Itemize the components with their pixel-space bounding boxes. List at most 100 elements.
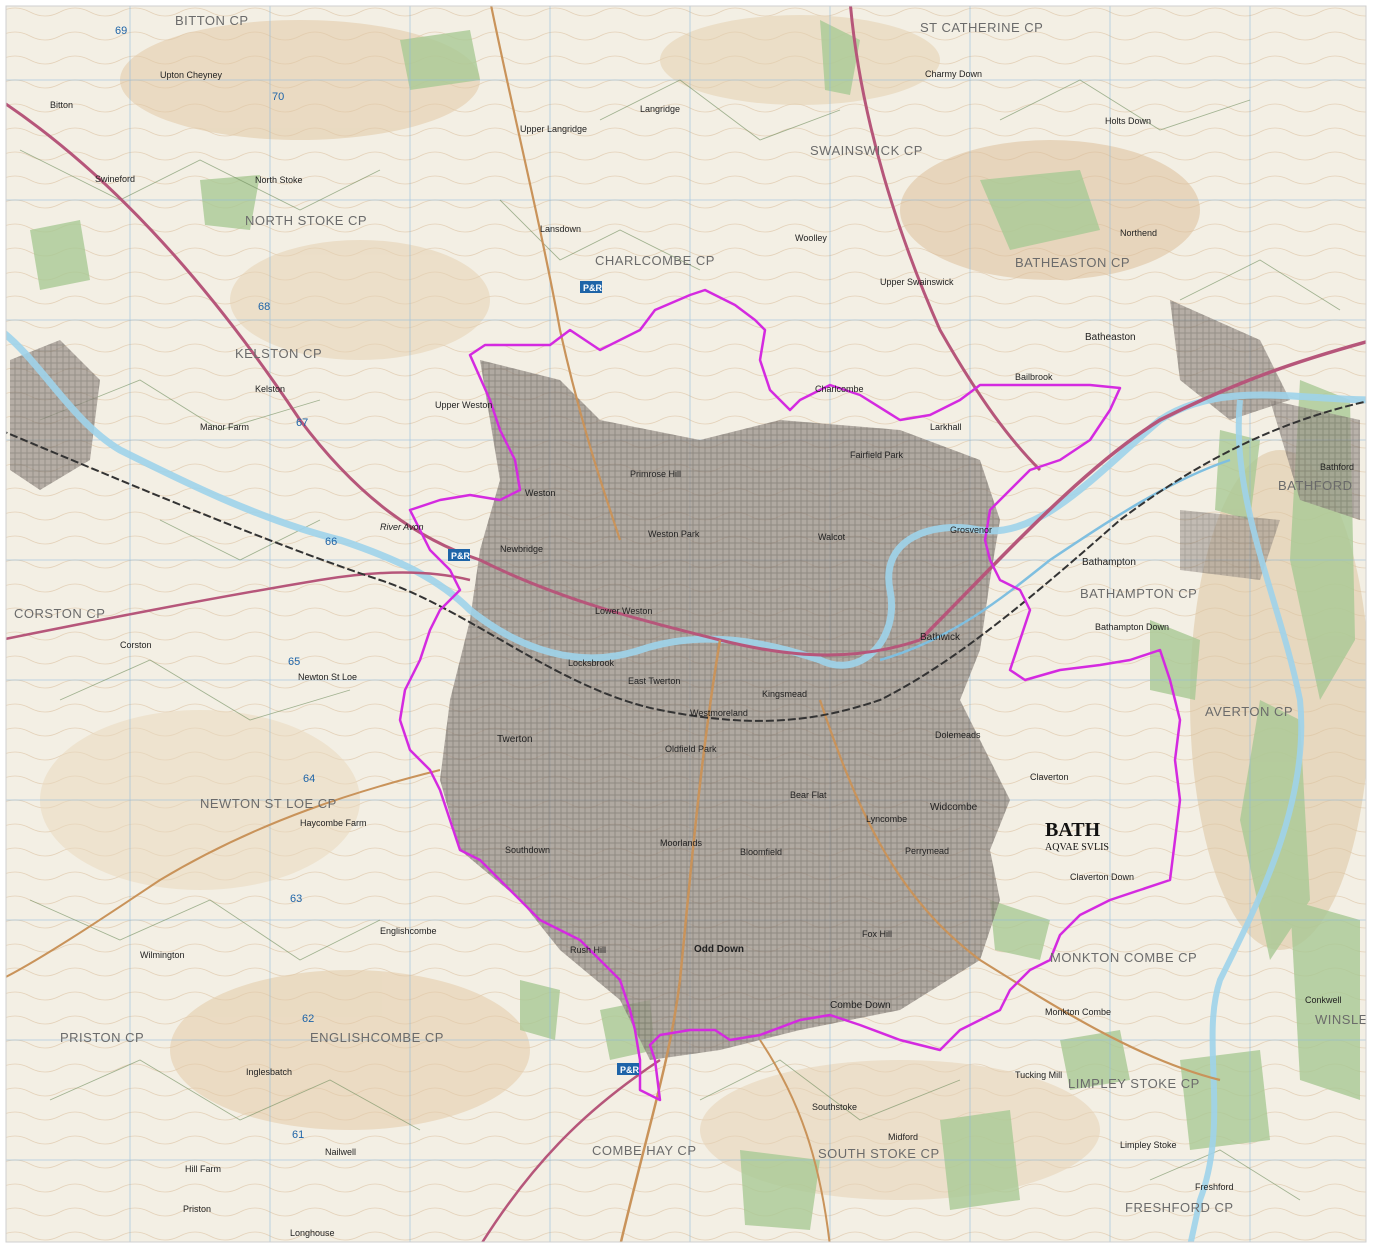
park-and-ride-markers: P&R P&R P&R: [448, 281, 640, 1075]
place-weston-park: Weston Park: [648, 529, 700, 539]
place-bathampton-down: Bathampton Down: [1095, 622, 1169, 632]
grid-number: 70: [272, 91, 284, 103]
parish-newton-st-loe: NEWTON ST LOE CP: [200, 796, 337, 811]
place-priston: Priston: [183, 1204, 211, 1214]
place-holts-down: Holts Down: [1105, 116, 1151, 126]
place-locksbrook: Locksbrook: [568, 658, 615, 668]
place-freshford: Freshford: [1195, 1182, 1234, 1192]
place-combe-down: Combe Down: [830, 1000, 891, 1011]
parish-swainswick: SWAINSWICK CP: [810, 143, 923, 158]
map-frame: [5, 5, 1367, 1243]
parish-bathford: BATHFORD: [1278, 478, 1353, 493]
place-perrymead: Perrymead: [905, 846, 949, 856]
place-hill-farm: Hill Farm: [185, 1164, 221, 1174]
svg-text:P&R: P&R: [620, 1065, 640, 1075]
grid-number: 67: [296, 417, 308, 429]
place-inglesbatch: Inglesbatch: [246, 1067, 292, 1077]
place-lyncombe: Lyncombe: [866, 814, 907, 824]
place-upper-swainswick: Upper Swainswick: [880, 277, 954, 287]
place-englishcombe: Englishcombe: [380, 926, 437, 936]
parish-englishcombe: ENGLISHCOMBE CP: [310, 1030, 444, 1045]
place-primrose-hill: Primrose Hill: [630, 469, 681, 479]
place-woolley: Woolley: [795, 233, 827, 243]
place-longhouse: Longhouse: [290, 1228, 335, 1238]
place-charmy-down: Charmy Down: [925, 69, 982, 79]
grid-number: 68: [258, 301, 270, 313]
parish-kelston: KELSTON CP: [235, 346, 322, 361]
place-upper-langridge: Upper Langridge: [520, 124, 587, 134]
parish-combe-hay: COMBE HAY CP: [592, 1143, 696, 1158]
place-twerton: Twerton: [497, 734, 533, 745]
place-upton-cheyney: Upton Cheyney: [160, 70, 223, 80]
park-and-ride-lansdown: P&R: [580, 281, 603, 293]
place-bloomfield: Bloomfield: [740, 847, 782, 857]
place-northend: Northend: [1120, 228, 1157, 238]
place-newbridge: Newbridge: [500, 544, 543, 554]
grid-number: 69: [115, 25, 127, 37]
place-manor-farm: Manor Farm: [200, 422, 249, 432]
place-bailbrook: Bailbrook: [1015, 372, 1053, 382]
grid-number: 65: [288, 656, 300, 668]
place-southdown: Southdown: [505, 845, 550, 855]
place-tucking-mill: Tucking Mill: [1015, 1070, 1062, 1080]
urban-area: [10, 300, 1360, 1060]
svg-text:P&R: P&R: [451, 551, 471, 561]
place-claverton: Claverton: [1030, 772, 1069, 782]
place-charlcombe: Charlcombe: [815, 384, 864, 394]
place-bitton: Bitton: [50, 100, 73, 110]
place-dolemeads: Dolemeads: [935, 730, 981, 740]
place-limpley-stoke: Limpley Stoke: [1120, 1140, 1177, 1150]
place-upper-weston: Upper Weston: [435, 400, 492, 410]
parish-monkton-combe: MONKTON COMBE CP: [1050, 950, 1197, 965]
place-north-stoke: North Stoke: [255, 175, 303, 185]
place-east-twerton: East Twerton: [628, 676, 680, 686]
place-midford: Midford: [888, 1132, 918, 1142]
place-southstoke: Southstoke: [812, 1102, 857, 1112]
place-corston: Corston: [120, 640, 152, 650]
place-bathford: Bathford: [1320, 462, 1354, 472]
parish-corston: CORSTON CP: [14, 606, 105, 621]
parish-limpley-stoke: LIMPLEY STOKE CP: [1068, 1076, 1200, 1091]
park-and-ride-odd-down: P&R: [617, 1063, 640, 1075]
place-lower-weston: Lower Weston: [595, 606, 652, 616]
place-moorlands: Moorlands: [660, 838, 703, 848]
parish-freshford: FRESHFORD CP: [1125, 1200, 1234, 1215]
grid-number: 63: [290, 893, 302, 905]
place-swineford: Swineford: [95, 174, 135, 184]
place-odd-down: Odd Down: [694, 944, 744, 955]
parish-bitton: BITTON CP: [175, 13, 249, 28]
place-langridge: Langridge: [640, 104, 680, 114]
place-bathwick: Bathwick: [920, 632, 961, 643]
place-bathampton: Bathampton: [1082, 557, 1136, 568]
place-newton-st-loe: Newton St Loe: [298, 672, 357, 682]
place-wilmington: Wilmington: [140, 950, 185, 960]
place-bear-flat: Bear Flat: [790, 790, 827, 800]
kennet-avon-canal: [879, 458, 1231, 662]
place-fox-hill: Fox Hill: [862, 929, 892, 939]
place-westmoreland: Westmoreland: [690, 708, 748, 718]
place-batheaston: Batheaston: [1085, 332, 1136, 343]
parish-batheaston: BATHEASTON CP: [1015, 255, 1130, 270]
place-labels: Upton Cheyney Bitton Swineford North Sto…: [50, 69, 1354, 1238]
parish-winsley: WINSLEY: [1315, 1012, 1373, 1027]
place-nailwell: Nailwell: [325, 1147, 356, 1157]
place-kingsmead: Kingsmead: [762, 689, 807, 699]
place-rush-hill: Rush Hill: [570, 945, 606, 955]
bath-boundary: [398, 288, 1182, 1102]
parish-priston: PRISTON CP: [60, 1030, 144, 1045]
place-monkton-combe: Monkton Combe: [1045, 1007, 1111, 1017]
place-claverton-down: Claverton Down: [1070, 872, 1134, 882]
place-widcombe: Widcombe: [930, 802, 978, 813]
place-weston: Weston: [525, 488, 555, 498]
river-avon: [6, 330, 1366, 669]
parish-charlcombe: CHARLCOMBE CP: [595, 253, 715, 268]
map-title: BATH: [1045, 819, 1101, 841]
grid-number: 66: [325, 536, 337, 548]
place-conkwell: Conkwell: [1305, 995, 1342, 1005]
grid-number: 61: [292, 1129, 304, 1141]
railway: [6, 400, 1366, 722]
river-avon-south: [1187, 399, 1305, 1242]
field-boundaries: [19, 79, 1341, 1201]
